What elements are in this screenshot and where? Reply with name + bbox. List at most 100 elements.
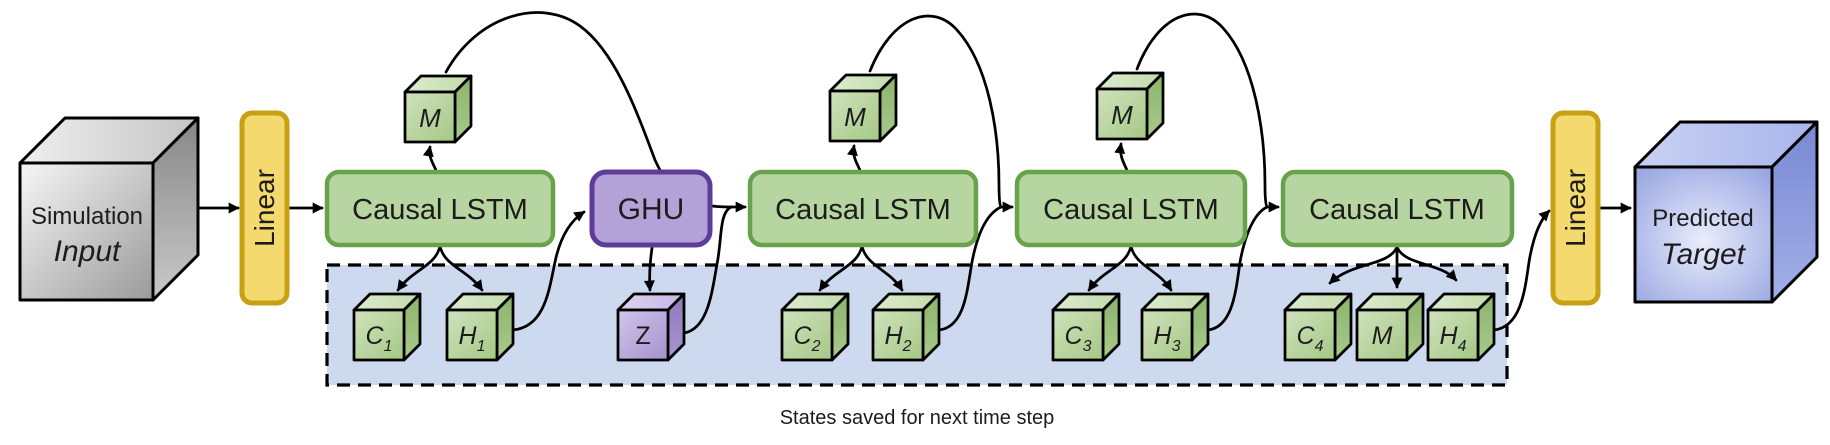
h1-subscript: 1 (477, 338, 486, 355)
causal-lstm-block-3: Causal LSTM (1014, 169, 1248, 248)
arrow-lstm1-to-m1 (422, 145, 439, 175)
state-cube-c3: C3 (1051, 292, 1121, 362)
h1-letter: H (459, 322, 478, 350)
c2-subscript: 2 (811, 338, 821, 355)
h4-subscript: 4 (1458, 338, 1467, 355)
lstm4-box (1280, 169, 1515, 248)
cube-front-face (871, 308, 925, 362)
linear-out-box (1550, 110, 1601, 306)
cube-front-face (352, 308, 406, 362)
memory-cube-m2: M (828, 73, 898, 143)
arrow-lstm2-to-h2 (860, 244, 904, 292)
state-cube-c1: C1 (352, 292, 422, 362)
c4-subscript: 4 (1315, 338, 1324, 355)
arrow-ghu-to-z (643, 246, 655, 292)
lstm1-label: Causal LSTM (352, 194, 528, 226)
cube-front-face (1140, 308, 1194, 362)
state-cube-z: Z (616, 292, 686, 362)
cube-front-face (1283, 308, 1337, 362)
lstm3-box (1014, 169, 1248, 248)
arrow-h4-to-linear-out (1492, 209, 1551, 332)
causal-lstm-block-2: Causal LSTM (747, 169, 979, 248)
h4-letter: H (1440, 322, 1459, 350)
state-cube-h4: H4 (1426, 292, 1496, 362)
c2-label: C2 (794, 322, 821, 355)
c2-letter: C (794, 322, 813, 350)
c3-subscript: 3 (1083, 338, 1092, 355)
h1-label: H1 (459, 322, 486, 355)
c1-subscript: 1 (384, 338, 393, 355)
m3-label: M (1111, 100, 1133, 130)
linear-in-box (239, 110, 290, 306)
input-cube-label-line1: Simulation (31, 203, 143, 230)
lstm2-box (747, 169, 979, 248)
ghu-block: GHU (589, 169, 713, 248)
arrow-z-to-lstm2 (682, 205, 733, 335)
h2-label: H2 (885, 322, 912, 355)
linear-out-block: Linear (1550, 110, 1601, 306)
cube-front-face (780, 308, 834, 362)
ghu-label: GHU (618, 193, 685, 226)
input-cube: Simulation Input (18, 116, 200, 302)
cube-front-face (828, 89, 882, 143)
arc-m3-to-lstm4 (1135, 12, 1269, 209)
c3-label: C3 (1065, 322, 1092, 355)
lstm1-box (324, 169, 556, 248)
arrow-lstm1-to-c1 (396, 244, 442, 292)
cube-front-face (1355, 308, 1409, 362)
arc-m2-to-lstm3 (868, 14, 1003, 209)
arrow-lstm4-to-c4 (1328, 245, 1399, 285)
cube-front-face (445, 308, 499, 362)
lstm4-label: Causal LSTM (1309, 194, 1485, 226)
arrow-lstm2-to-m2 (847, 144, 863, 175)
causal-lstm-block-4: Causal LSTM (1280, 169, 1515, 248)
c1-letter: C (366, 322, 385, 350)
connections (198, 11, 1632, 335)
cube-front-face (1051, 308, 1105, 362)
linear-out-label: Linear (1560, 169, 1591, 247)
m-state-label: M (1372, 322, 1393, 350)
cube-front-face (403, 90, 457, 144)
h2-letter: H (885, 322, 904, 350)
arrow-h2-to-lstm3 (937, 205, 1003, 332)
causal-lstm-block-1: Causal LSTM (324, 169, 556, 248)
c1-label: C1 (366, 322, 393, 355)
cube-front-face (1095, 87, 1149, 141)
m1-label: M (419, 103, 441, 133)
state-cube-c4: C4 (1283, 292, 1353, 362)
cube-front-face (18, 161, 155, 302)
h3-letter: H (1154, 322, 1173, 350)
lstm3-label: Causal LSTM (1043, 194, 1219, 226)
ghu-box (589, 169, 713, 248)
c4-letter: C (1297, 322, 1316, 350)
linear-in-block: Linear (239, 110, 290, 306)
h4-label: H4 (1440, 322, 1467, 355)
arrow-h3-to-lstm4 (1206, 205, 1269, 332)
state-cube-h2: H2 (871, 292, 941, 362)
output-cube: Predicted Target (1633, 120, 1819, 304)
arrow-lstm1-to-h1 (438, 244, 484, 292)
state-cube-h1: H1 (445, 292, 515, 362)
input-cube-label-line2: Input (54, 235, 122, 268)
state-cube-h3: H3 (1140, 292, 1210, 362)
state-cube-c2: C2 (780, 292, 850, 362)
lstm2-label: Causal LSTM (775, 194, 951, 226)
arrow-lstm3-to-c3 (1087, 244, 1133, 292)
cube-front-face (1633, 165, 1774, 304)
h2-subscript: 2 (902, 338, 912, 355)
arrow-lstm3-to-m3 (1114, 142, 1130, 175)
state-cube-m: M (1355, 292, 1425, 362)
memory-cube-m1: M (403, 74, 473, 144)
arrow-lstm2-to-c2 (818, 244, 864, 292)
cube-front-face (616, 308, 670, 362)
arrow-h1-to-ghu (511, 210, 586, 332)
h3-label: H3 (1154, 322, 1181, 355)
memory-cube-m3: M (1095, 71, 1165, 141)
arrow-lstm3-to-h3 (1129, 244, 1173, 292)
z-label: Z (635, 322, 650, 350)
m2-label: M (844, 102, 866, 132)
linear-in-label: Linear (249, 169, 280, 247)
c4-label: C4 (1297, 322, 1324, 355)
